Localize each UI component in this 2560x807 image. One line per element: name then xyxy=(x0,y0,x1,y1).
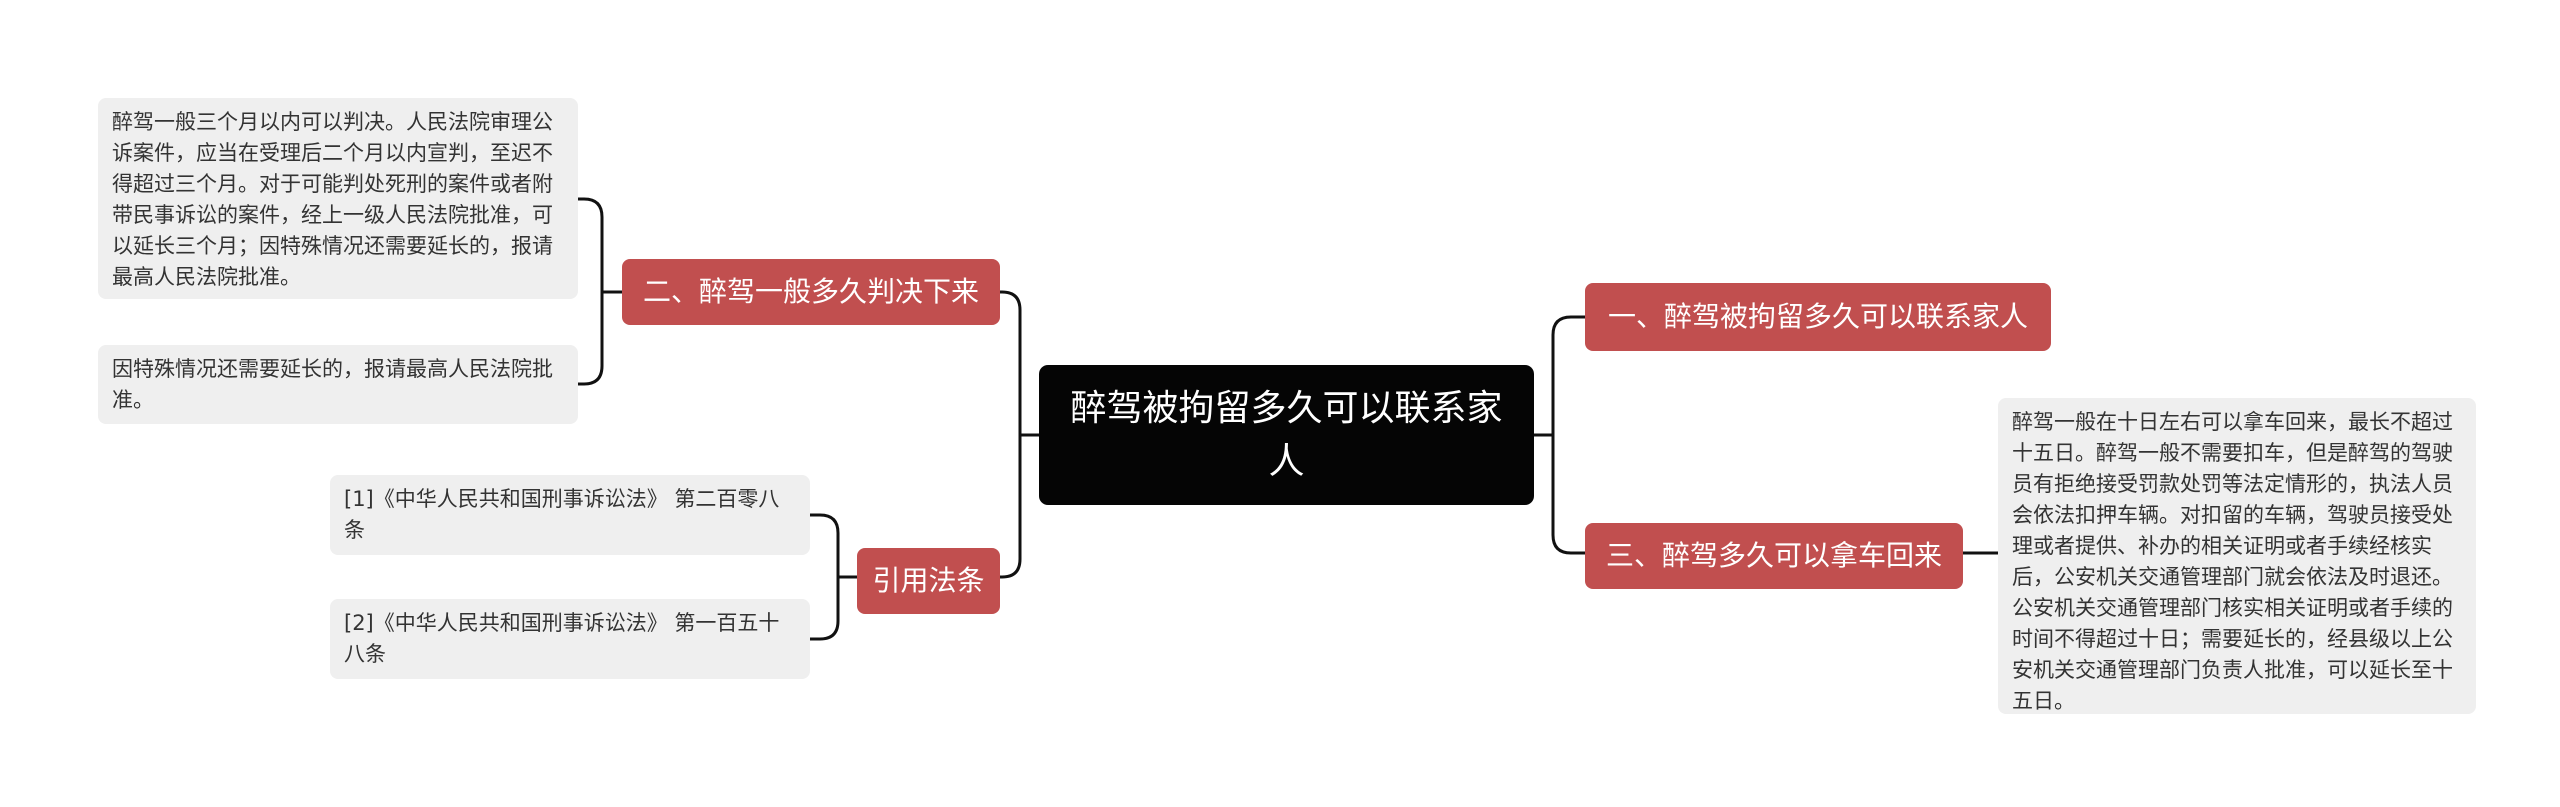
branch-contact-family-label: 一、醉驾被拘留多久可以联系家人 xyxy=(1607,300,2028,333)
branch-judgment-time-label: 二、醉驾一般多久判决下来 xyxy=(642,275,979,308)
central-topic-title: 醉驾被拘留多久可以联系家人 xyxy=(1070,388,1503,482)
connector-to-judgment xyxy=(998,290,1022,437)
connector-law-leaf-2 xyxy=(808,575,840,641)
leaf-judgment-extension[interactable]: 因特殊情况还需要延长的，报请最高人民法院批准。 xyxy=(98,345,578,424)
leaf-judgment-detail-text: 醉驾一般三个月以内可以判决。人民法院审理公诉案件，应当在受理后二个月以内宣判，至… xyxy=(112,110,553,289)
branch-cited-law-label: 引用法条 xyxy=(872,564,985,597)
connector-law-leaf-1 xyxy=(808,513,840,579)
branch-retrieve-car[interactable]: 三、醉驾多久可以拿车回来 xyxy=(1585,523,1963,589)
connector-judgment-leaf-2 xyxy=(576,290,604,386)
leaf-car-detail-text: 醉驾一般在十日左右可以拿车回来，最长不超过十五日。醉驾一般不需要扣车，但是醉驾的… xyxy=(2012,410,2453,713)
central-topic[interactable]: 醉驾被拘留多久可以联系家人 xyxy=(1039,365,1534,505)
leaf-judgment-extension-text: 因特殊情况还需要延长的，报请最高人民法院批准。 xyxy=(112,357,553,412)
leaf-law-citation-2[interactable]: [2]《中华人民共和国刑事诉讼法》 第一百五十八条 xyxy=(330,599,810,679)
leaf-law-citation-1[interactable]: [1]《中华人民共和国刑事诉讼法》 第二百零八条 xyxy=(330,475,810,555)
connector-judgment-leaf-1 xyxy=(576,197,604,294)
leaf-car-detail[interactable]: 醉驾一般在十日左右可以拿车回来，最长不超过十五日。醉驾一般不需要扣车，但是醉驾的… xyxy=(1998,398,2476,714)
connector-to-contact xyxy=(1551,315,1587,437)
connector-to-car xyxy=(1551,433,1587,555)
branch-judgment-time[interactable]: 二、醉驾一般多久判决下来 xyxy=(622,259,1000,325)
branch-retrieve-car-label: 三、醉驾多久可以拿车回来 xyxy=(1605,539,1942,572)
connector-to-law xyxy=(998,433,1022,579)
branch-cited-law[interactable]: 引用法条 xyxy=(857,548,1000,614)
leaf-judgment-detail[interactable]: 醉驾一般三个月以内可以判决。人民法院审理公诉案件，应当在受理后二个月以内宣判，至… xyxy=(98,98,578,299)
leaf-law-citation-1-text: [1]《中华人民共和国刑事诉讼法》 第二百零八条 xyxy=(344,487,780,542)
branch-contact-family[interactable]: 一、醉驾被拘留多久可以联系家人 xyxy=(1585,283,2051,351)
leaf-law-citation-2-text: [2]《中华人民共和国刑事诉讼法》 第一百五十八条 xyxy=(344,611,780,666)
